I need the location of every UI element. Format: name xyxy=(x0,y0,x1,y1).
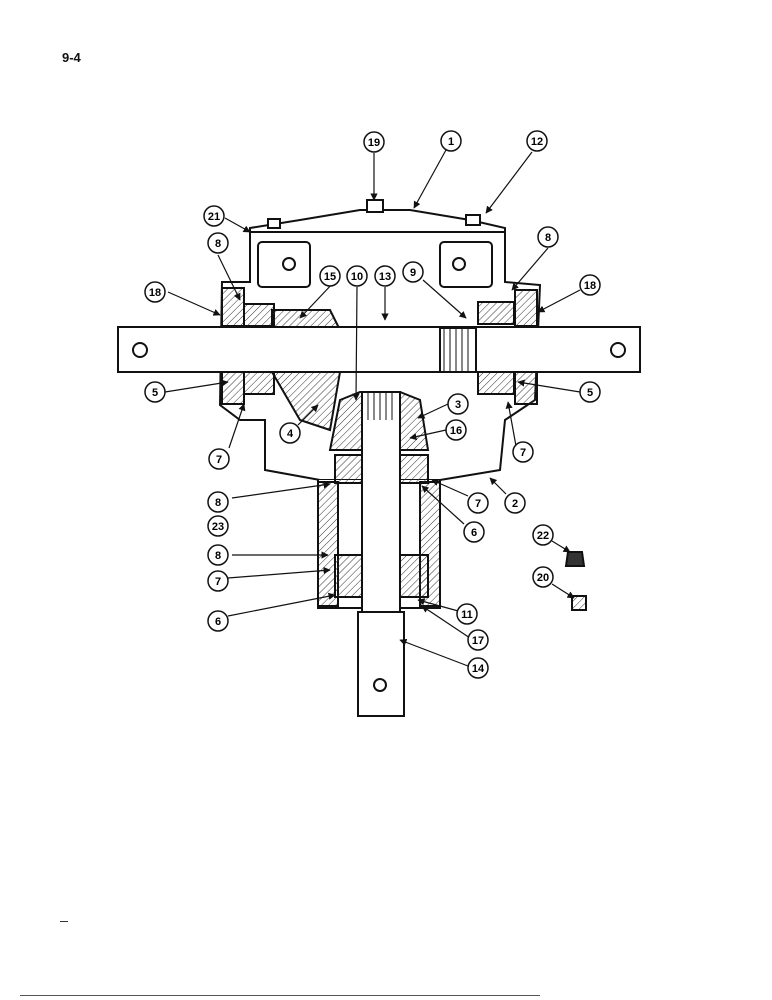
callout-18-left: 18 xyxy=(144,281,166,303)
svg-text:7: 7 xyxy=(215,576,221,588)
callout-8-lower: 8 xyxy=(207,544,229,566)
callout-6-upper: 6 xyxy=(463,521,485,543)
callout-19: 19 xyxy=(363,131,385,153)
svg-text:18: 18 xyxy=(584,280,596,292)
leader-lines xyxy=(164,149,581,667)
gearbox-drawing xyxy=(117,199,641,717)
drain-plug xyxy=(564,551,586,567)
callout-10: 10 xyxy=(346,265,368,287)
svg-text:7: 7 xyxy=(216,454,222,466)
callout-12: 12 xyxy=(526,130,548,152)
svg-text:19: 19 xyxy=(368,137,380,149)
callout-6-lower: 6 xyxy=(207,610,229,632)
svg-text:18: 18 xyxy=(149,287,161,299)
svg-text:8: 8 xyxy=(215,238,221,250)
svg-text:6: 6 xyxy=(471,527,477,539)
callout-5-left: 5 xyxy=(144,381,166,403)
page-number: 9-4 xyxy=(62,50,81,65)
callout-5-right: 5 xyxy=(579,381,601,403)
svg-text:2: 2 xyxy=(512,498,518,510)
svg-text:23: 23 xyxy=(212,521,224,533)
callout-14: 14 xyxy=(467,657,489,679)
callout-20: 20 xyxy=(532,566,554,588)
svg-text:10: 10 xyxy=(351,271,363,283)
svg-text:1: 1 xyxy=(448,136,454,148)
callout-13: 13 xyxy=(374,265,396,287)
callout-11: 11 xyxy=(456,603,478,625)
svg-text:7: 7 xyxy=(475,498,481,510)
callout-17: 17 xyxy=(467,629,489,651)
housing-window-right xyxy=(439,241,493,288)
svg-text:8: 8 xyxy=(215,550,221,562)
fitting xyxy=(571,595,587,611)
svg-text:9: 9 xyxy=(410,267,416,279)
svg-text:5: 5 xyxy=(587,387,593,399)
svg-text:15: 15 xyxy=(324,271,336,283)
callout-1: 1 xyxy=(440,130,462,152)
callout-8-mid: 8 xyxy=(207,491,229,513)
callout-22: 22 xyxy=(532,524,554,546)
callout-4: 4 xyxy=(279,422,301,444)
svg-text:6: 6 xyxy=(215,616,221,628)
vent-plug xyxy=(366,199,384,213)
callout-15: 15 xyxy=(319,265,341,287)
callout-7-lower: 7 xyxy=(207,570,229,592)
svg-text:11: 11 xyxy=(461,609,473,621)
callout-2: 2 xyxy=(504,492,526,514)
margin-mark xyxy=(60,921,68,922)
svg-text:7: 7 xyxy=(520,447,526,459)
svg-text:17: 17 xyxy=(472,635,484,647)
callout-18-right: 18 xyxy=(579,274,601,296)
callout-9: 9 xyxy=(402,261,424,283)
callout-labels: 1 2 3 4 5 5 6 6 7 7 7 7 8 8 8 8 9 10 11 … xyxy=(144,130,601,679)
svg-text:14: 14 xyxy=(472,663,485,675)
svg-text:21: 21 xyxy=(208,211,220,223)
bottom-rule xyxy=(20,995,540,996)
callout-3: 3 xyxy=(447,393,469,415)
svg-text:3: 3 xyxy=(455,399,461,411)
svg-text:5: 5 xyxy=(152,387,158,399)
callout-23: 23 xyxy=(207,515,229,537)
svg-text:22: 22 xyxy=(537,530,549,542)
callout-16: 16 xyxy=(445,419,467,441)
svg-text:8: 8 xyxy=(545,232,551,244)
svg-text:12: 12 xyxy=(531,136,543,148)
callout-7-right: 7 xyxy=(512,441,534,463)
callout-8-top-left: 8 xyxy=(207,232,229,254)
callout-8-top-right: 8 xyxy=(537,226,559,248)
callout-7-mid: 7 xyxy=(467,492,489,514)
svg-text:13: 13 xyxy=(379,271,391,283)
svg-text:8: 8 xyxy=(215,497,221,509)
input-shaft xyxy=(117,326,641,373)
callout-7-left: 7 xyxy=(208,448,230,470)
callout-21: 21 xyxy=(203,205,225,227)
svg-text:4: 4 xyxy=(287,428,294,440)
svg-text:16: 16 xyxy=(450,425,462,437)
svg-text:20: 20 xyxy=(537,572,549,584)
